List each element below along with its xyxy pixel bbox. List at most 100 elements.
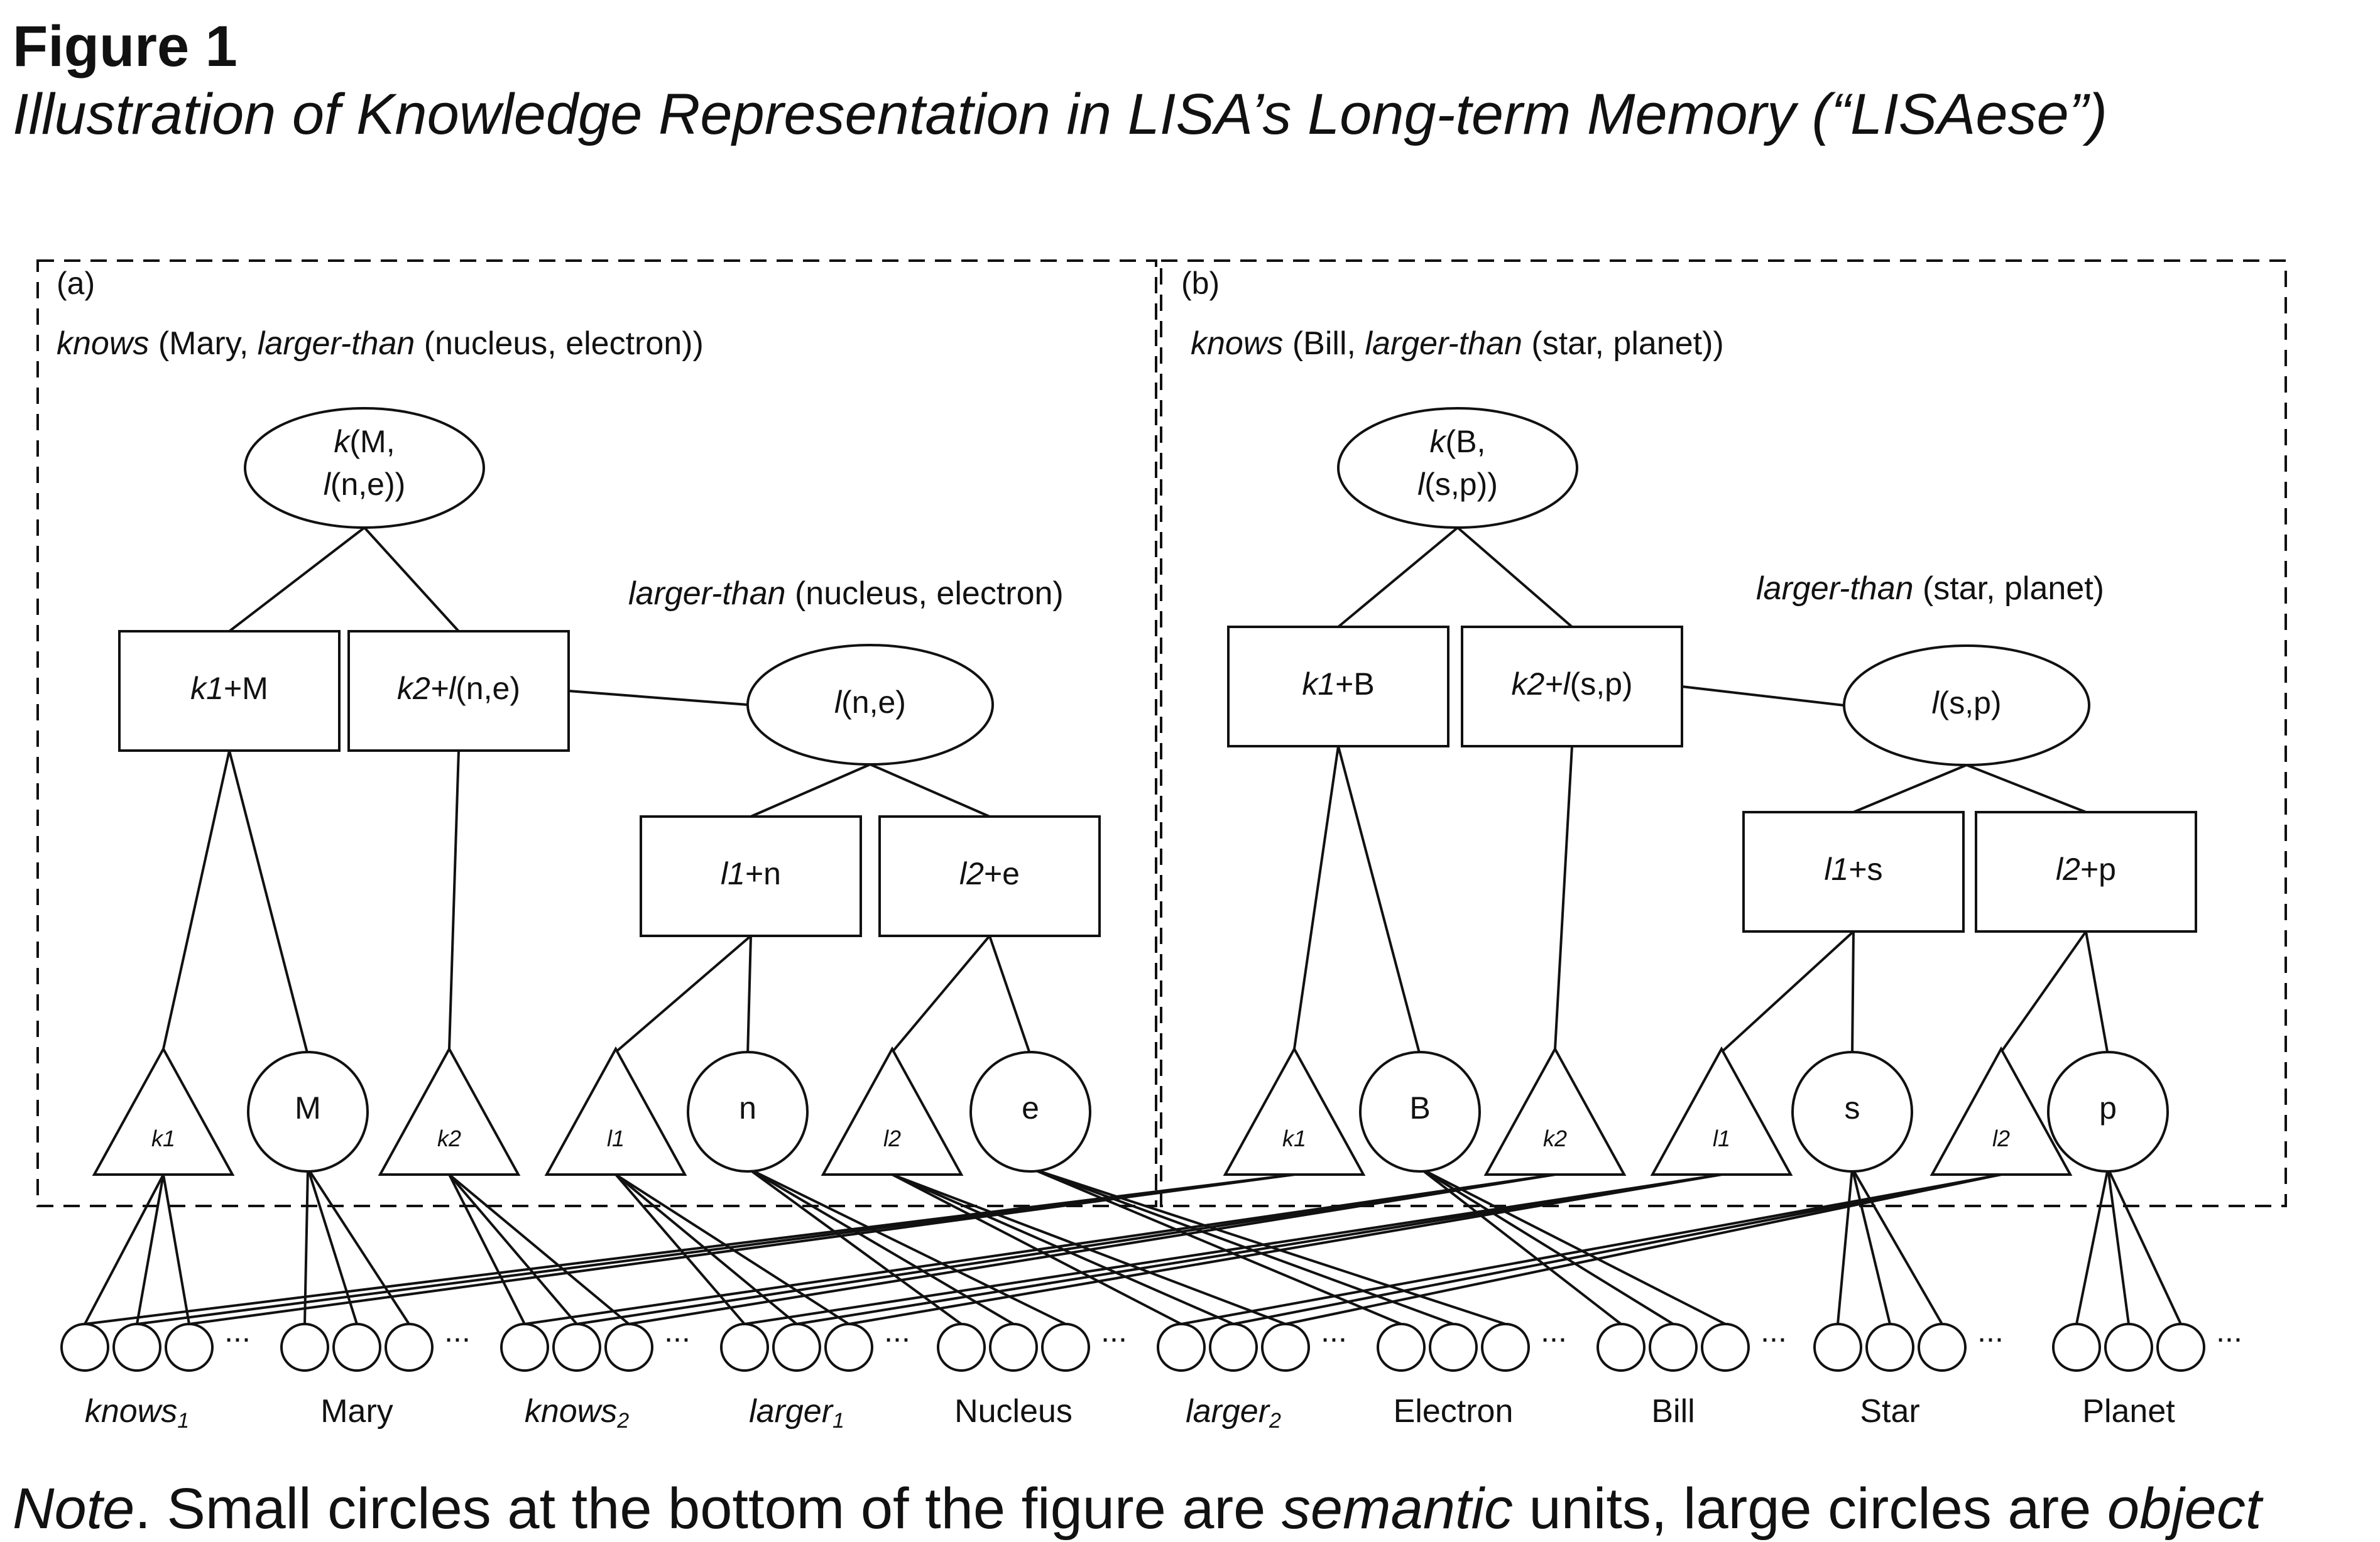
panel-a-edge-ssp1-pred bbox=[614, 935, 752, 1053]
panel-a-proposition: knows (Mary, larger-than (nucleus, elect… bbox=[57, 325, 704, 362]
panel-a-sp-unit-2-label-part: k2+l bbox=[397, 671, 457, 706]
panel-a-proposition-part: (Mary, bbox=[149, 325, 257, 362]
note-text-2: units, large circles are bbox=[1512, 1477, 2107, 1541]
panel-a-predicate-unit-l2 bbox=[821, 1046, 964, 1176]
semantic-unit-circle bbox=[332, 1323, 381, 1372]
panel-a-semantic-link bbox=[136, 1174, 165, 1325]
note-emphasis-2: object bbox=[2107, 1477, 2262, 1541]
panel-a-semantic-link bbox=[307, 1167, 410, 1325]
figure-note: Note. Small circles at the bottom of the… bbox=[13, 1476, 2261, 1542]
panel-a-predicate-unit-l1 bbox=[544, 1046, 687, 1176]
panel-a-predicate-unit-k1 bbox=[92, 1046, 235, 1176]
panel-b-proposition: knows (Bill, larger-than (star, planet)) bbox=[1191, 325, 1724, 362]
semantic-group-label-main: Mary bbox=[320, 1393, 393, 1430]
panel-b-sub-sp-unit-2-label-part: +p bbox=[2080, 852, 2116, 887]
panel-a-semantic-link bbox=[746, 1167, 1015, 1325]
panel-b-semantic-link bbox=[1285, 1173, 2002, 1325]
semantic-unit-circle bbox=[1701, 1323, 1750, 1372]
panel-a-sub-sp-unit-2-label-part: +e bbox=[984, 856, 1020, 891]
panel-b-frame bbox=[1160, 259, 2287, 1207]
semantic-ellipsis: ... bbox=[1760, 1313, 1787, 1349]
panel-a-proposition-unit-line1: k(M, bbox=[334, 424, 395, 459]
panel-b-proposition-unit-line2: l(s,p)) bbox=[1417, 467, 1498, 502]
panel-b-edge-ssp1-obj bbox=[1851, 931, 1855, 1056]
panel-b-object-unit-B bbox=[1359, 1051, 1481, 1173]
panel-a-object-label-n-part: n bbox=[739, 1090, 756, 1126]
panel-b-edge-subp-ssp1 bbox=[1853, 764, 1967, 813]
semantic-group-label: knows2 bbox=[525, 1393, 629, 1433]
panel-b-semantic-link bbox=[1419, 1167, 1674, 1325]
semantic-unit-circle bbox=[500, 1323, 549, 1372]
semantic-unit-circle bbox=[280, 1323, 329, 1372]
panel-a-edge-sp2-subp bbox=[568, 690, 748, 706]
semantic-unit-circle bbox=[1429, 1323, 1478, 1372]
semantic-ellipsis: ... bbox=[224, 1313, 251, 1349]
panel-b-predicate-label-k2: k2 bbox=[1543, 1126, 1567, 1151]
panel-a-edge-sp2-pred bbox=[448, 750, 460, 1050]
panel-a-sp-unit-2 bbox=[347, 630, 570, 752]
panel-b-predicate-label-l2-part: l2 bbox=[1992, 1126, 2010, 1151]
semantic-unit-circle bbox=[1377, 1323, 1426, 1372]
panel-b-label-part: (b) bbox=[1181, 266, 1220, 301]
panel-b-object-label-s: s bbox=[1845, 1090, 1860, 1126]
panel-a-predicate-label-l2-part: l2 bbox=[883, 1126, 901, 1151]
panel-b-semantic-link bbox=[1851, 1168, 1943, 1325]
semantic-ellipsis: ... bbox=[2216, 1313, 2242, 1349]
semantic-unit-circle bbox=[165, 1323, 214, 1372]
panel-b-edge-ssp2-pred bbox=[2000, 930, 2087, 1053]
semantic-ellipsis: ... bbox=[1541, 1313, 1567, 1349]
panel-a-sub-sp-unit-1-label-part: +n bbox=[745, 856, 781, 891]
semantic-unit-circle bbox=[112, 1323, 161, 1372]
note-lead: Note bbox=[13, 1477, 135, 1541]
panel-b-semantic-link bbox=[744, 1173, 1722, 1325]
semantic-ellipsis: ... bbox=[1101, 1313, 1127, 1349]
panel-a-sub-sp-unit-2-label-part: l2 bbox=[959, 856, 984, 891]
panel-a-sub-proposition-unit-label-part: l bbox=[834, 685, 843, 720]
semantic-group-label-main: Nucleus bbox=[954, 1393, 1073, 1430]
semantic-group-label-main: Planet bbox=[2082, 1393, 2175, 1430]
semantic-group-label: Mary bbox=[320, 1393, 393, 1430]
panel-b-semantic-link bbox=[576, 1173, 1556, 1325]
semantic-group-label-main: Bill bbox=[1651, 1393, 1695, 1430]
semantic-unit-circle bbox=[604, 1323, 653, 1372]
panel-b-predicate-unit-l1 bbox=[1650, 1046, 1793, 1176]
panel-b-sp-unit-2-label: k2+l(s,p) bbox=[1511, 666, 1632, 702]
panel-b-edge-sp2-pred bbox=[1554, 746, 1573, 1050]
panel-b-edge-p-sp1 bbox=[1337, 526, 1459, 628]
panel-b-sub-caption-part: (star, planet) bbox=[1914, 570, 2104, 607]
panel-b-proposition-unit-line2-part: (s,p)) bbox=[1424, 467, 1498, 502]
semantic-group-label: knows1 bbox=[85, 1393, 189, 1433]
figure-label: Figure 1 bbox=[13, 14, 237, 79]
semantic-group-label: Planet bbox=[2082, 1393, 2175, 1430]
semantic-group-label-main: larger bbox=[1186, 1393, 1271, 1430]
semantic-unit-circle bbox=[937, 1323, 986, 1372]
panel-b-semantic-link bbox=[2107, 1168, 2130, 1325]
panel-a-proposition-unit bbox=[244, 407, 485, 529]
panel-b-predicate-label-l1: l1 bbox=[1713, 1126, 1730, 1151]
panel-b-sp-unit-1-label: k1+B bbox=[1302, 666, 1374, 702]
semantic-group-label: Star bbox=[1860, 1393, 1919, 1430]
panel-b-sub-caption: larger-than (star, planet) bbox=[1756, 570, 2104, 607]
semantic-unit-circle bbox=[772, 1323, 821, 1372]
semantic-ellipsis: ... bbox=[1321, 1313, 1347, 1349]
panel-b-semantic-link bbox=[1837, 1168, 1853, 1325]
panel-a-sub-caption-part: (nucleus, electron) bbox=[786, 575, 1064, 612]
panel-b-sub-proposition-unit-label: l(s,p) bbox=[1931, 685, 2001, 720]
panel-b-proposition-unit-line2-part: l bbox=[1417, 467, 1426, 502]
semantic-group-label: Bill bbox=[1651, 1393, 1695, 1430]
panel-b-sp-unit-1-label-part: k1 bbox=[1302, 666, 1335, 702]
panel-b-semantic-link bbox=[1419, 1167, 1726, 1325]
panel-a-semantic-link bbox=[614, 1173, 850, 1325]
panel-b-semantic-link bbox=[1851, 1168, 1891, 1325]
panel-a-semantic-link bbox=[448, 1173, 630, 1325]
panel-a-proposition-unit-line1-part: k bbox=[334, 424, 351, 459]
panel-a-predicate-unit-k2 bbox=[378, 1046, 521, 1176]
panel-b-predicate-label-k2-part: k2 bbox=[1543, 1126, 1567, 1151]
semantic-ellipsis-part: ... bbox=[664, 1313, 691, 1349]
semantic-group-label: Electron bbox=[1394, 1393, 1514, 1430]
semantic-group-label-main: Star bbox=[1860, 1393, 1919, 1430]
panel-b-sub-sp-unit-2-label: l2+p bbox=[2056, 852, 2116, 887]
panel-a-sp-unit-2-label-part: (n,e) bbox=[456, 671, 520, 706]
semantic-units: ...knows1...Mary...knows2...larger1...Nu… bbox=[60, 1313, 2242, 1433]
panel-a-sp-unit-1-label-part: k1 bbox=[190, 671, 224, 706]
